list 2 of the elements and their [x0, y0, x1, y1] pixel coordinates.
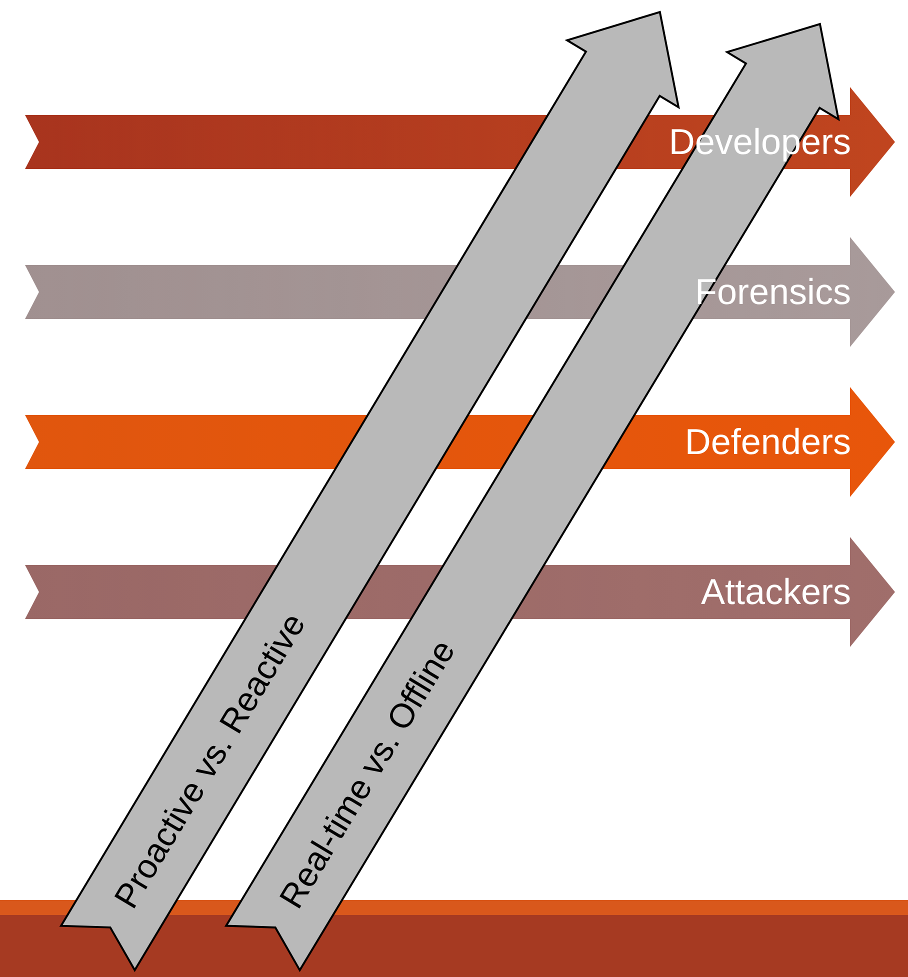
arrow-label: Defenders — [684, 420, 851, 464]
arrow-label: Attackers — [700, 570, 851, 614]
